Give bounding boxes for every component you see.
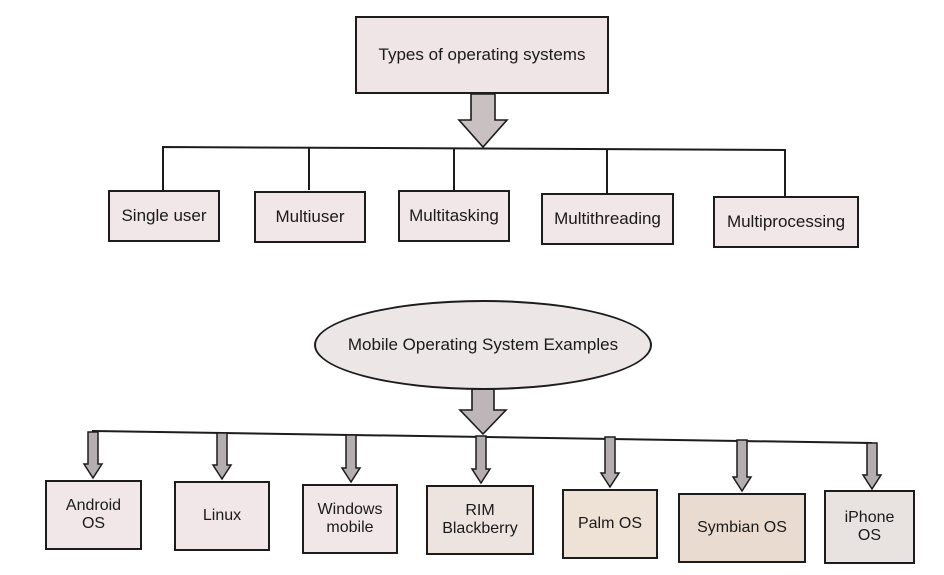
arrow-down-icon: [470, 435, 492, 485]
os-type-node-single-user: Single user: [108, 190, 220, 242]
node-label-line: Palm OS: [577, 515, 642, 533]
mobile-os-node-linux: Linux: [174, 481, 270, 551]
root-node-label: Types of operating systems: [378, 45, 586, 65]
node-label: Multiuser: [275, 207, 345, 227]
os-type-node-multiuser: Multiuser: [254, 191, 366, 243]
arrow-down-icon: [731, 439, 753, 493]
mobile-os-node-android: Android OS: [45, 480, 142, 550]
node-label: Multitasking: [409, 206, 499, 226]
node-label-line: iPhone: [844, 509, 895, 527]
node-label: Multiprocessing: [726, 212, 846, 232]
mobile-os-node-symbian-os: Symbian OS: [678, 493, 806, 563]
node-label-line: OS: [857, 527, 882, 544]
mobile-os-node-windows-mobile: Windows mobile: [302, 484, 398, 554]
os-type-node-multiprocessing: Multiprocessing: [713, 196, 859, 248]
top-bus-line: [162, 145, 786, 196]
arrow-down-icon: [340, 434, 362, 484]
node-label-line: Symbian OS: [697, 519, 787, 537]
node-label-line: Windows: [317, 501, 383, 519]
arrow-down-icon: [458, 388, 508, 436]
node-label-line: RIM: [465, 502, 495, 520]
node-label-line: mobile: [326, 519, 374, 536]
types-of-os-root-node: Types of operating systems: [355, 16, 609, 94]
mobile-os-node-palm-os: Palm OS: [562, 489, 658, 559]
node-label-line: Linux: [202, 507, 242, 525]
node-label: Multithreading: [554, 209, 661, 229]
arrow-down-icon: [861, 442, 883, 491]
arrow-down-icon: [457, 93, 509, 149]
mobile-os-root-node: Mobile Operating System Examples: [314, 300, 652, 390]
arrow-down-icon: [82, 431, 104, 480]
os-type-node-multitasking: Multitasking: [398, 190, 510, 242]
arrow-down-icon: [211, 432, 233, 481]
mobile-os-node-rim-blackberry: RIM Blackberry: [426, 485, 534, 555]
node-label: Single user: [121, 206, 207, 226]
node-label-line: OS: [81, 515, 106, 532]
arrow-down-icon: [599, 436, 621, 489]
node-label-line: Android: [65, 497, 122, 515]
node-label-line: Blackberry: [442, 520, 518, 537]
root-node-label: Mobile Operating System Examples: [347, 335, 619, 354]
os-type-node-multithreading: Multithreading: [541, 193, 674, 245]
mobile-os-node-iphone-os: iPhone OS: [824, 490, 915, 564]
